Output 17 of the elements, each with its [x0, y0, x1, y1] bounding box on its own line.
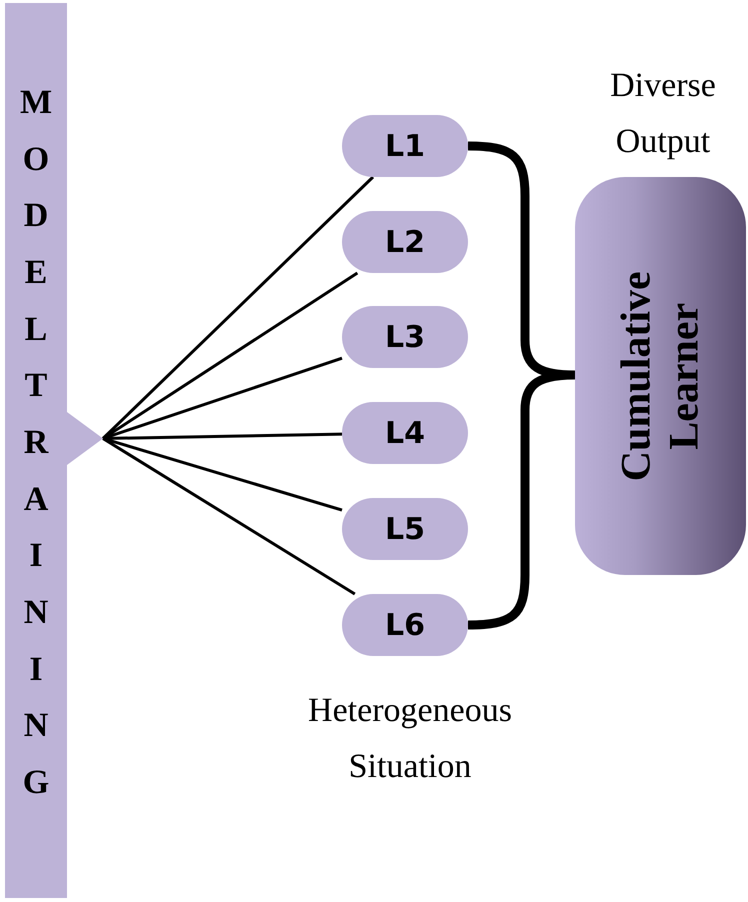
learner-pill [342, 306, 468, 368]
connector-line [102, 437, 356, 596]
node-label: L1 [385, 128, 425, 164]
node-label: L2 [385, 224, 425, 260]
node-label: MODELTRAINING [19, 83, 53, 804]
learner-pill [342, 498, 468, 560]
learner-pill [575, 177, 746, 575]
connector-line [102, 176, 374, 440]
node-label: L6 [385, 608, 425, 642]
node-label: Cumulative Learner [612, 271, 708, 481]
node-label: L4 [385, 416, 425, 450]
annotation-text: Heterogeneous Situation [307, 691, 513, 788]
node-label: L3 [385, 320, 425, 354]
connector-line [102, 437, 342, 512]
node-label: L5 [385, 512, 425, 546]
connector-line [102, 272, 358, 440]
annotation-text: Diverse Output [609, 66, 717, 162]
